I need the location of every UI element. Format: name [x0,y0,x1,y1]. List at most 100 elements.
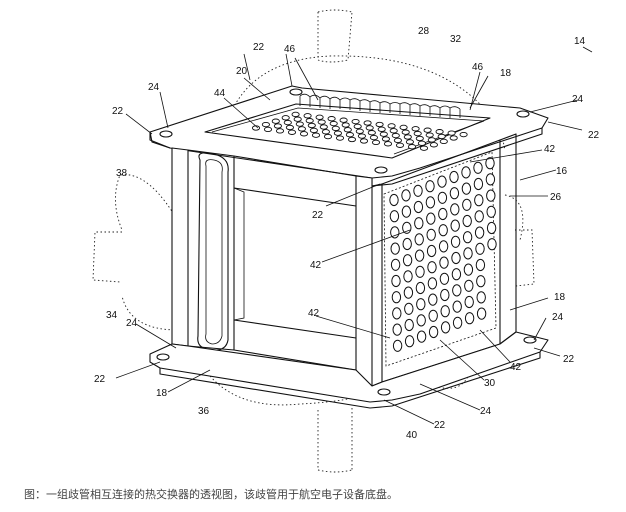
top-tube-end [369,134,378,141]
top-tube-end [405,139,414,145]
arrow-14 [582,46,593,53]
top-tube-end [403,134,412,140]
label-36: 36 [198,406,210,417]
tube-end [425,196,436,209]
label-42: 42 [510,362,522,373]
tube-end [428,293,438,306]
top-tube-end [379,131,388,137]
tube-end [428,325,439,339]
tube-end [451,251,461,265]
side-tube-grid [389,157,497,352]
label-22: 22 [434,420,446,431]
top-tube-end [435,129,444,135]
label-44: 44 [214,88,226,99]
top-tube-end [391,132,400,139]
tube-end [451,268,462,281]
tube-end [414,249,425,262]
top-tube-end [345,132,354,138]
tube-end [476,291,486,304]
label-22: 22 [588,130,600,141]
top-tube-end [339,117,348,123]
top-tube-end [285,124,294,131]
top-tube-end [335,135,345,141]
tube-end [402,254,413,267]
top-tube-end [303,113,312,119]
top-tube-end [315,114,324,120]
tube-end [486,205,496,218]
top-tube-end [437,133,446,140]
top-tube-end [333,130,342,136]
top-tube-end [295,121,304,127]
tube-end [416,314,426,327]
tube-end [450,235,461,248]
label-22: 22 [253,42,265,53]
tube-end [402,237,412,251]
tube-end [416,298,426,311]
tube-end [475,258,486,272]
tube-end [439,256,449,269]
tube-end [464,312,475,325]
label-18: 18 [554,292,566,303]
top-tube-end [271,118,280,124]
top-tube-end [353,123,362,130]
reference-numerals: 14 22 46 20 44 24 22 28 32 46 18 24 22 4… [94,26,600,441]
tube-end [438,224,448,237]
leader-lines [115,53,583,425]
label-24: 24 [126,318,138,329]
label-24: 24 [148,82,160,93]
tube-end [473,161,483,174]
tube-end [428,309,438,322]
tube-end [463,263,474,276]
tube-end [462,231,473,244]
tube-end [461,166,471,179]
label-42: 42 [310,260,322,271]
tube-end [463,247,473,260]
tube-end [427,261,437,274]
top-tube-end [371,139,381,146]
tube-end [485,157,495,170]
label-18: 18 [500,68,512,79]
tube-end [486,221,497,235]
top-tube-end [357,133,366,139]
top-tube-end [407,144,417,150]
top-tube-end [341,122,350,128]
top-tube-end [383,141,393,147]
tube-end [390,226,400,239]
tube-end [450,203,460,216]
tube-end [404,335,415,348]
tube-end [486,189,496,202]
top-tube-end [359,138,369,144]
label-22: 22 [563,354,575,365]
top-tube-end [311,132,321,138]
top-tube-end [411,126,420,132]
tube-end [464,295,474,309]
top-tube-end [365,125,374,131]
tube-end [440,288,450,302]
top-tube-end [305,118,314,124]
tube-end [476,275,486,288]
top-tube-end [423,127,432,133]
top-tube-end [293,116,302,122]
label-20: 20 [236,66,248,77]
tube-end [440,321,451,334]
label-24: 24 [480,406,492,417]
tube-end [392,323,402,336]
tube-end [401,189,411,202]
tube-end [413,200,424,214]
tube-end [437,175,447,188]
top-tube-end [329,120,338,127]
top-tube-end [387,123,396,129]
top-tube-end [347,136,357,143]
top-tube-end [429,142,438,148]
top-tube-end [299,131,309,137]
top-tube-end [343,127,352,133]
tube-end [461,182,472,195]
tube-end [390,242,400,255]
tube-end [485,173,496,186]
top-tube-end [263,126,273,133]
top-tube-end [415,135,424,142]
tube-end [476,307,487,320]
tube-end [390,258,401,271]
tube-end [403,286,414,299]
tube-end [474,226,485,239]
